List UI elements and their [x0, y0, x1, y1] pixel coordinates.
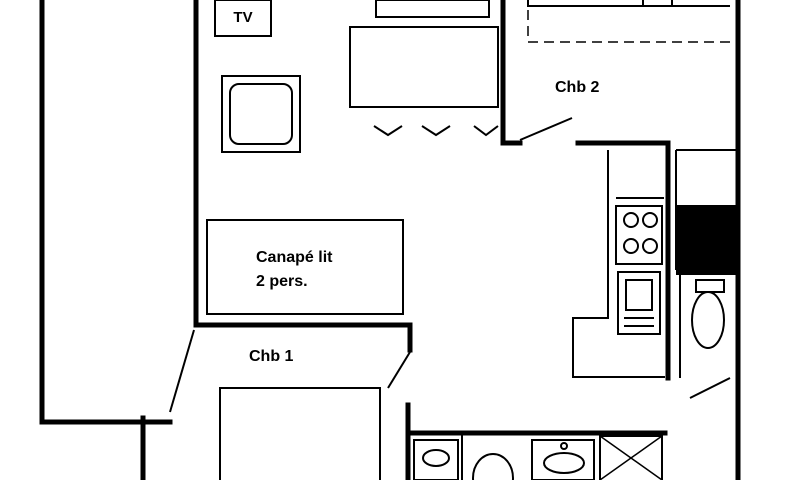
- bathroom-basin-2-unit: [531, 439, 595, 480]
- wc-area: [675, 149, 740, 378]
- chair-3: [473, 125, 499, 137]
- hob-ring-3: [623, 238, 639, 254]
- chb1-label: Chb 1: [249, 348, 294, 365]
- door-chb1-left: [169, 329, 195, 413]
- service-shaft: [676, 205, 740, 275]
- kitchen-sink: [617, 271, 661, 335]
- living-room: TV Canapé lit 2 pers.: [206, 0, 404, 315]
- chb2-bed-dashed: [527, 10, 730, 43]
- armchair-seat: [229, 83, 293, 145]
- chb2-wall-bottom: [575, 140, 671, 381]
- hob-ring-4: [642, 238, 658, 254]
- sofa-bed-label-line1: Canapé lit: [256, 249, 333, 266]
- sofa-bed-label-line2: 2 pers.: [256, 273, 308, 290]
- bathroom-vanity: [413, 439, 459, 480]
- chair-2: [421, 125, 451, 137]
- bathroom-toilet: [472, 453, 514, 480]
- dining-table: [349, 26, 499, 108]
- bathroom-basin-1: [422, 449, 450, 467]
- exterior-wall-left: [39, 0, 173, 425]
- tv-cabinet: [214, 0, 272, 37]
- armchair: [221, 75, 301, 153]
- kitchen-counter-outline: [572, 150, 665, 378]
- kitchen-hob: [615, 205, 663, 265]
- chb1-bed: [219, 387, 381, 480]
- door-chb2: [519, 117, 573, 141]
- door-wc: [689, 377, 731, 399]
- wc-bowl: [691, 291, 725, 349]
- chb2-label: Chb 2: [555, 79, 600, 96]
- hob-ring-2: [642, 212, 658, 228]
- wc-cistern: [695, 279, 725, 293]
- door-chb1-right: [387, 351, 411, 389]
- bathroom: [413, 433, 663, 480]
- hob-ring-1: [623, 212, 639, 228]
- kitchen: [572, 150, 665, 378]
- chair-1: [373, 125, 403, 137]
- bathroom-shower: [599, 435, 663, 480]
- bathroom-tap: [560, 442, 568, 450]
- chb2-wall-left: [500, 0, 523, 146]
- chb2-bed-top: [527, 0, 730, 7]
- kitchen-sink-basin: [625, 279, 653, 311]
- tv-label: TV: [233, 9, 252, 26]
- doors: [169, 117, 731, 413]
- wall-living-chb1: [193, 322, 413, 353]
- sofa-bed: [206, 219, 404, 315]
- top-furniture: [349, 0, 730, 137]
- shower-diag-2: [599, 435, 663, 480]
- top-cabinet: [375, 0, 490, 18]
- bathroom-basin-2: [543, 452, 585, 474]
